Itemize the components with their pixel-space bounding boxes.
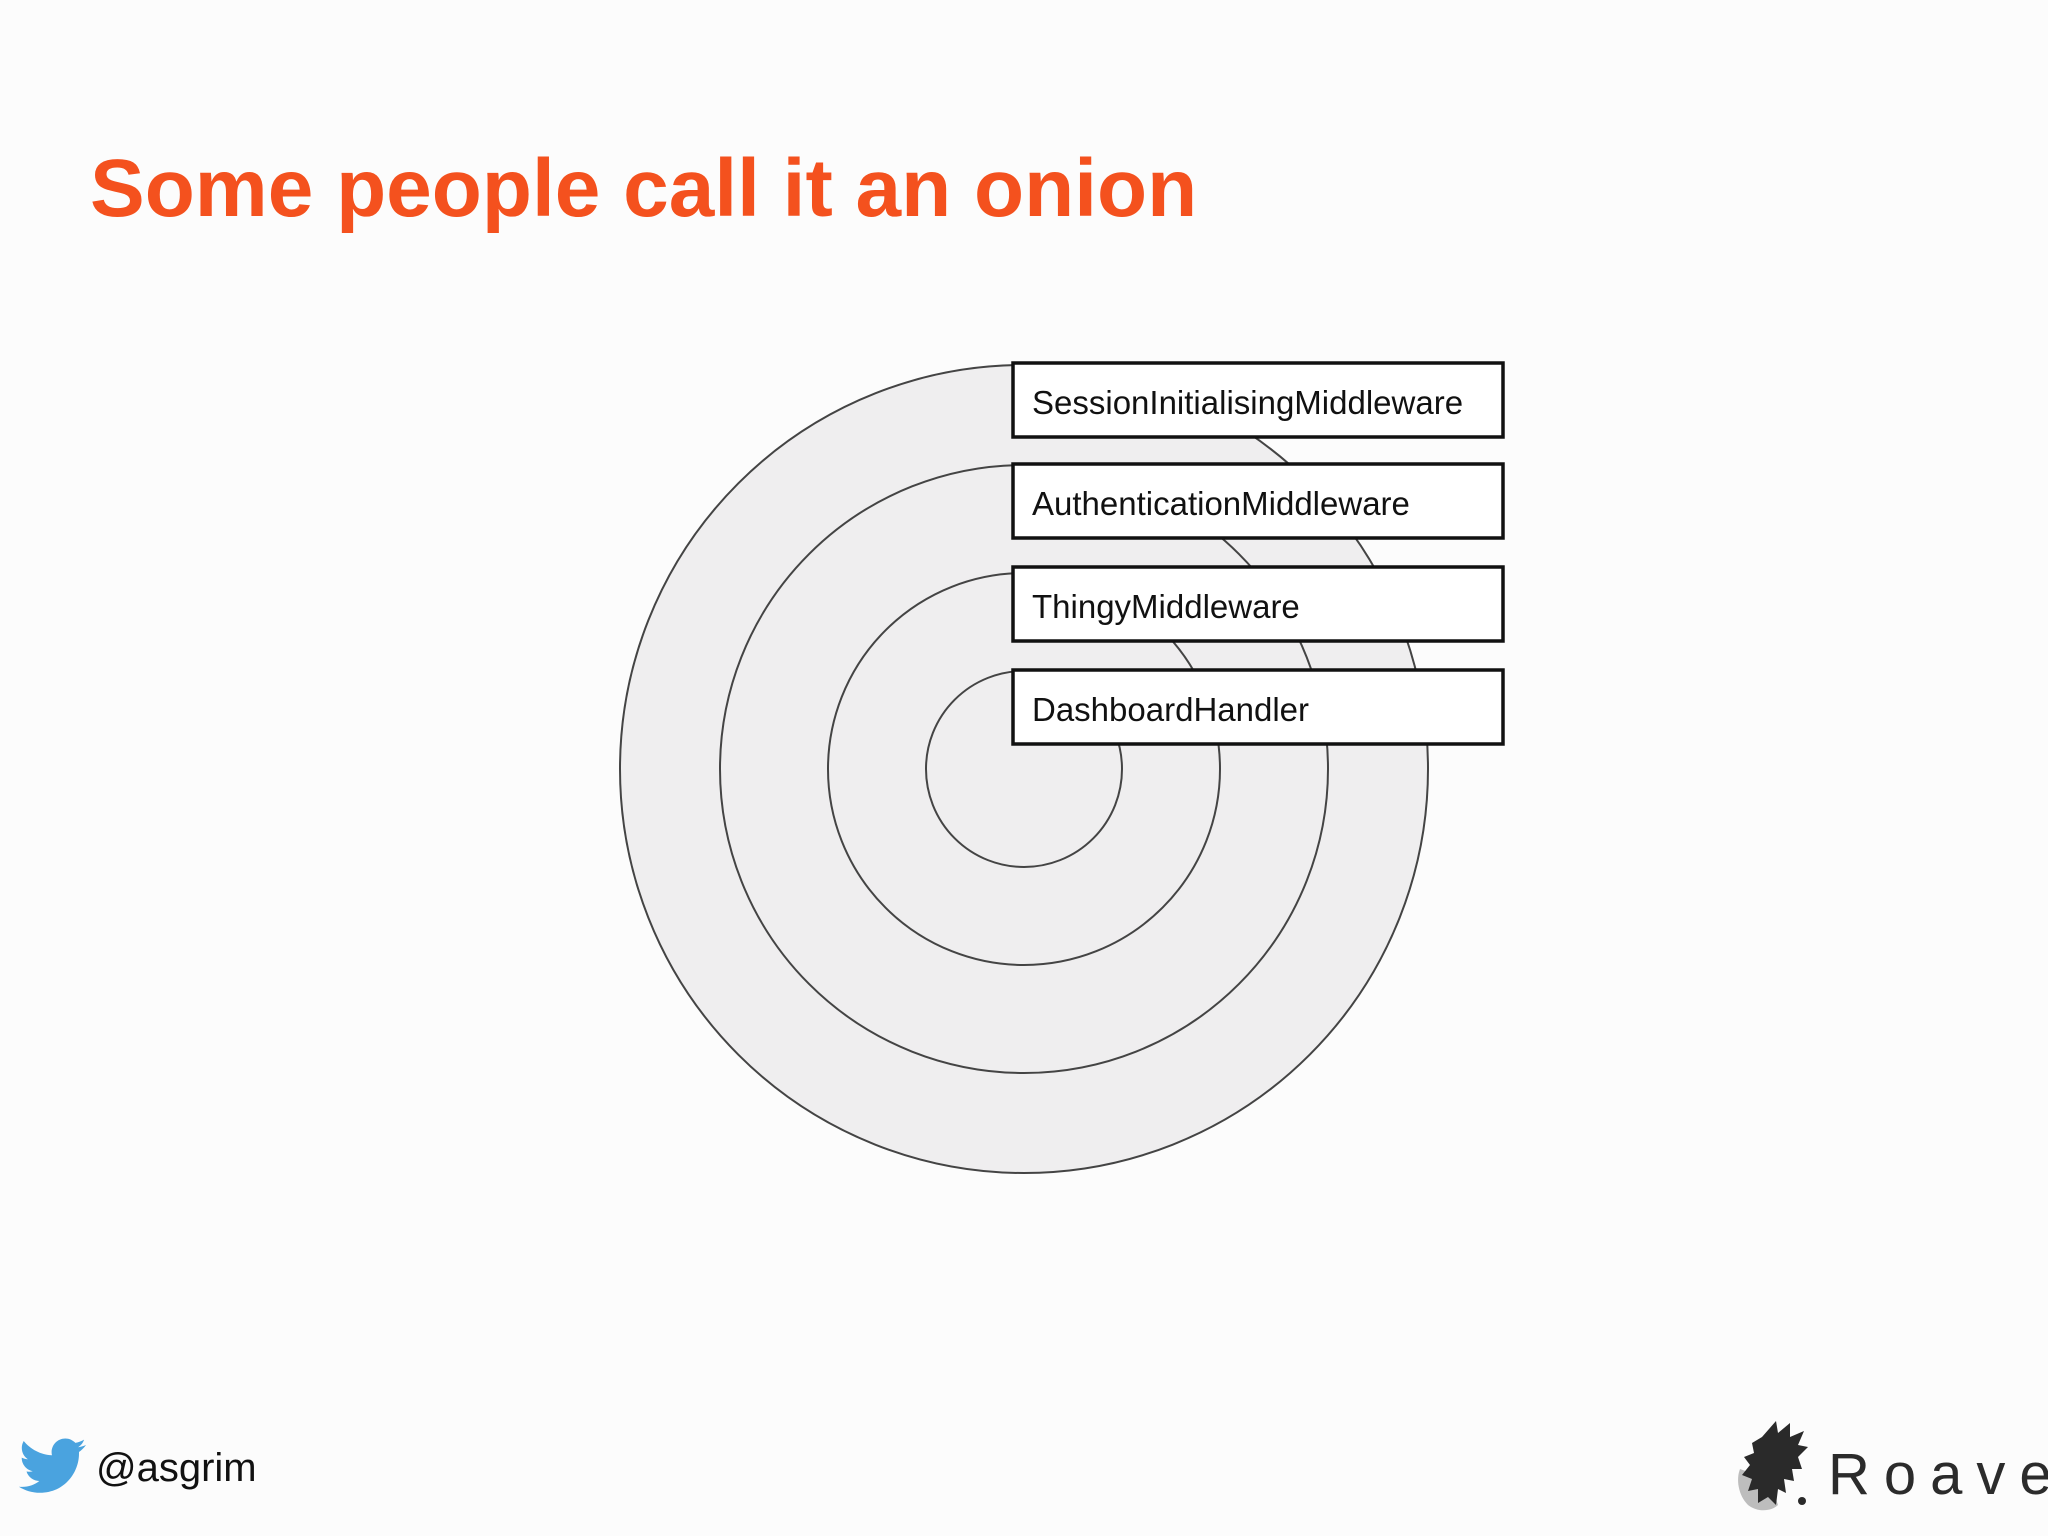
roave-logo-text: Roave — [1828, 1441, 2048, 1507]
twitter-bird-icon — [18, 1438, 86, 1493]
layer-box-authentication: AuthenticationMiddleware — [1011, 462, 1505, 540]
layer-label-session: SessionInitialisingMiddleware — [1032, 384, 1463, 421]
layer-label-dashboard: DashboardHandler — [1032, 691, 1309, 728]
layer-box-thingy: ThingyMiddleware — [1011, 565, 1505, 643]
twitter-handle: @asgrim — [96, 1445, 257, 1490]
layer-box-session: SessionInitialisingMiddleware — [1011, 361, 1505, 439]
slide-title: Some people call it an onion — [90, 143, 1198, 234]
roave-logo-icon — [1738, 1421, 1808, 1511]
layer-label-thingy: ThingyMiddleware — [1032, 588, 1300, 625]
layer-box-dashboard: DashboardHandler — [1011, 668, 1505, 746]
layer-label-authentication: AuthenticationMiddleware — [1032, 485, 1410, 522]
twitter-handle-block: @asgrim — [18, 1438, 257, 1498]
roave-logo: Roave — [1732, 1415, 2048, 1515]
